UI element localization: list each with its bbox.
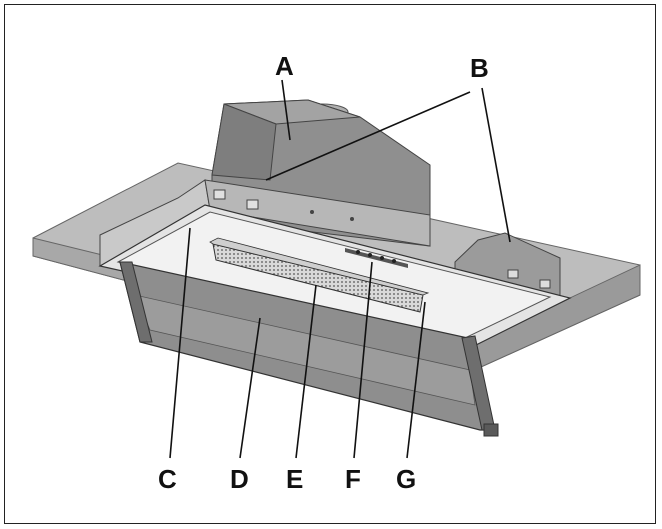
label-D: D xyxy=(230,464,249,494)
label-B: B xyxy=(470,53,489,83)
front-glass-panel xyxy=(119,261,499,437)
label-C: C xyxy=(158,464,177,494)
label-A: A xyxy=(275,51,294,81)
leader-G xyxy=(406,301,426,459)
grease-filter xyxy=(209,237,430,313)
leader-A xyxy=(281,79,291,141)
label-F: F xyxy=(345,464,361,494)
leader-C xyxy=(169,227,191,459)
leader-B1 xyxy=(265,91,471,181)
leader-F xyxy=(353,261,373,459)
leader-D xyxy=(239,317,261,459)
leader-B2 xyxy=(481,87,511,243)
leader-E xyxy=(295,284,317,459)
label-E: E xyxy=(286,464,303,494)
control-panel xyxy=(345,248,408,268)
label-G: G xyxy=(396,464,416,494)
